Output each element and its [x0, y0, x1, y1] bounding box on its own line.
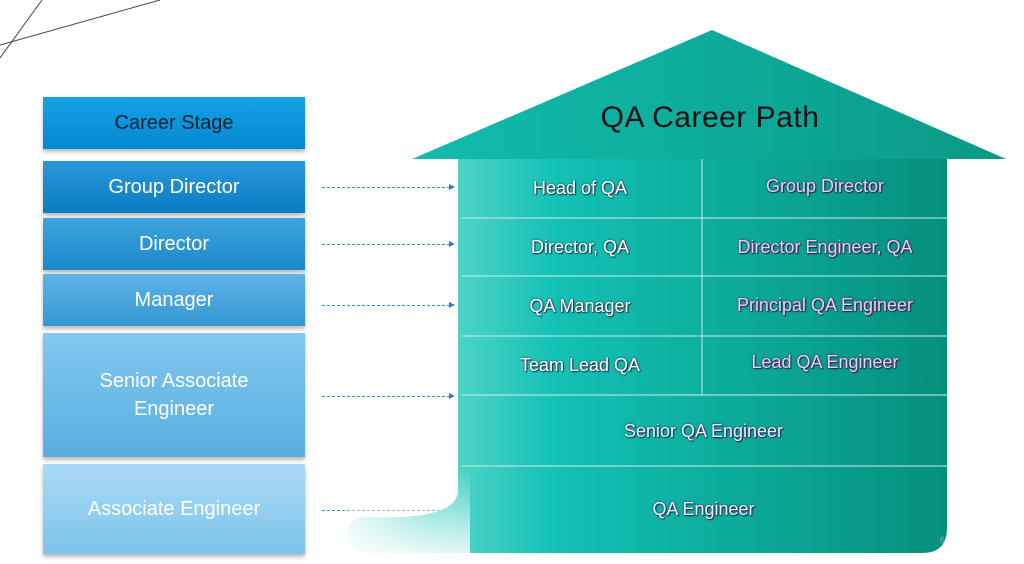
shared-senior-qa-engineer: Senior QA Engineer	[623, 420, 784, 441]
decor-line	[0, 0, 161, 46]
career-stage-header-label: Career Stage	[114, 112, 234, 134]
stage-label: Manager	[134, 289, 214, 311]
stage-director: Director	[43, 218, 305, 270]
arrow-director	[322, 240, 455, 247]
decor-line	[0, 0, 43, 59]
mgmt-qa-manager: QA Manager	[529, 295, 631, 316]
stage-manager: Manager	[43, 274, 305, 326]
mgmt-head-of-qa: Head of QA	[532, 178, 628, 198]
house-title: QA Career Path	[600, 101, 820, 134]
stage-label: Associate Engineer	[87, 498, 261, 520]
eng-lead-qa-engineer: Lead QA Engineer	[751, 351, 899, 372]
stage-associate-engineer: Associate Engineer	[43, 464, 305, 554]
eng-principal-qa-engineer: Principal QA Engineer	[736, 294, 914, 315]
shared-qa-engineer: QA Engineer	[652, 498, 755, 519]
arrow-group-director	[322, 183, 455, 190]
house-base-fade	[347, 470, 470, 553]
stage-group-director: Group Director	[43, 161, 305, 213]
page-number: 6	[940, 535, 946, 545]
stage-senior-associate-engineer: Senior Associate Engineer	[43, 333, 305, 457]
house-body	[347, 159, 947, 553]
eng-director-engineer-qa: Director Engineer, QA	[737, 236, 913, 257]
eng-group-director: Group Director	[765, 175, 885, 196]
corner-decoration	[0, 0, 161, 59]
mgmt-team-lead-qa: Team Lead QA	[519, 355, 641, 375]
arrow-senior-associate-engineer	[322, 392, 455, 399]
stage-label: Director	[138, 233, 209, 255]
house-roof	[412, 30, 1006, 159]
arrow-manager	[322, 301, 455, 308]
stage-label: Senior Associate Engineer	[99, 370, 249, 420]
career-stage-header: Career Stage	[43, 97, 305, 149]
mgmt-director-qa: Director, QA	[530, 236, 630, 257]
stage-label: Group Director	[108, 176, 240, 198]
